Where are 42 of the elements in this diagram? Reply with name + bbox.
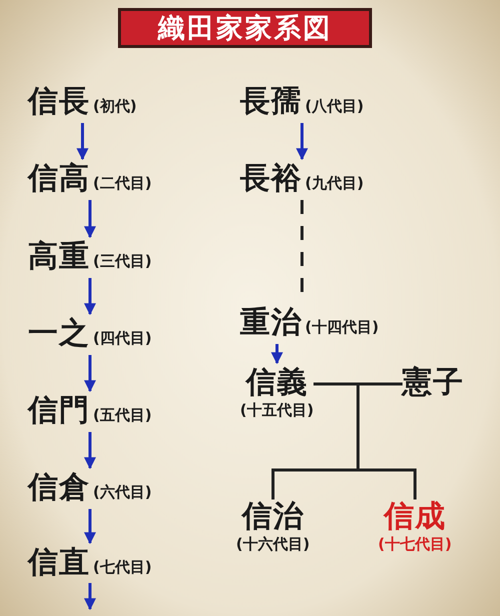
person-name: 高重	[28, 240, 90, 274]
arrow	[271, 344, 283, 364]
generation-label: (十五代目)	[240, 400, 314, 418]
person-name: 信直	[28, 546, 90, 580]
arrow	[84, 200, 96, 238]
family-line	[314, 382, 360, 386]
generation-label: (五代目)	[93, 406, 152, 424]
generation-label: (七代目)	[93, 558, 152, 576]
generation-label: (初代)	[93, 97, 137, 115]
generation-label: (十四代目)	[305, 318, 379, 336]
generation-label: (六代目)	[93, 483, 152, 501]
arrow	[76, 123, 88, 160]
person-name: 信長	[28, 85, 90, 120]
person-name: 信倉	[28, 471, 90, 506]
person-name: 信高	[28, 162, 90, 196]
generation-label: (八代目)	[305, 97, 364, 115]
family-line	[356, 468, 416, 500]
person-name: 信門	[28, 394, 90, 428]
person-name: 信義	[246, 366, 308, 400]
family-line	[356, 382, 360, 472]
person-name: 信成	[384, 500, 446, 534]
person-name: 一之	[28, 317, 90, 352]
person-name: 憲子	[402, 366, 464, 400]
generation-label: (四代目)	[93, 329, 152, 347]
arrow	[84, 583, 96, 610]
person-name: 長孺	[240, 85, 302, 120]
person-name: 信治	[242, 500, 304, 534]
family-line	[356, 382, 402, 386]
title-banner: 織田家家系図	[118, 8, 372, 48]
arrow	[84, 355, 96, 392]
generation-label: (十六代目)	[236, 534, 310, 552]
arrow	[296, 123, 308, 160]
arrow	[84, 509, 96, 544]
family-line	[272, 468, 360, 500]
generation-label: (三代目)	[93, 252, 152, 270]
generation-label: (九代目)	[305, 174, 364, 192]
generation-label: (十七代目)	[378, 534, 452, 552]
person-name: 長裕	[240, 162, 302, 196]
person-name: 重治	[240, 306, 302, 340]
arrow	[84, 278, 96, 316]
arrow	[84, 432, 96, 470]
generation-label: (二代目)	[93, 174, 152, 192]
